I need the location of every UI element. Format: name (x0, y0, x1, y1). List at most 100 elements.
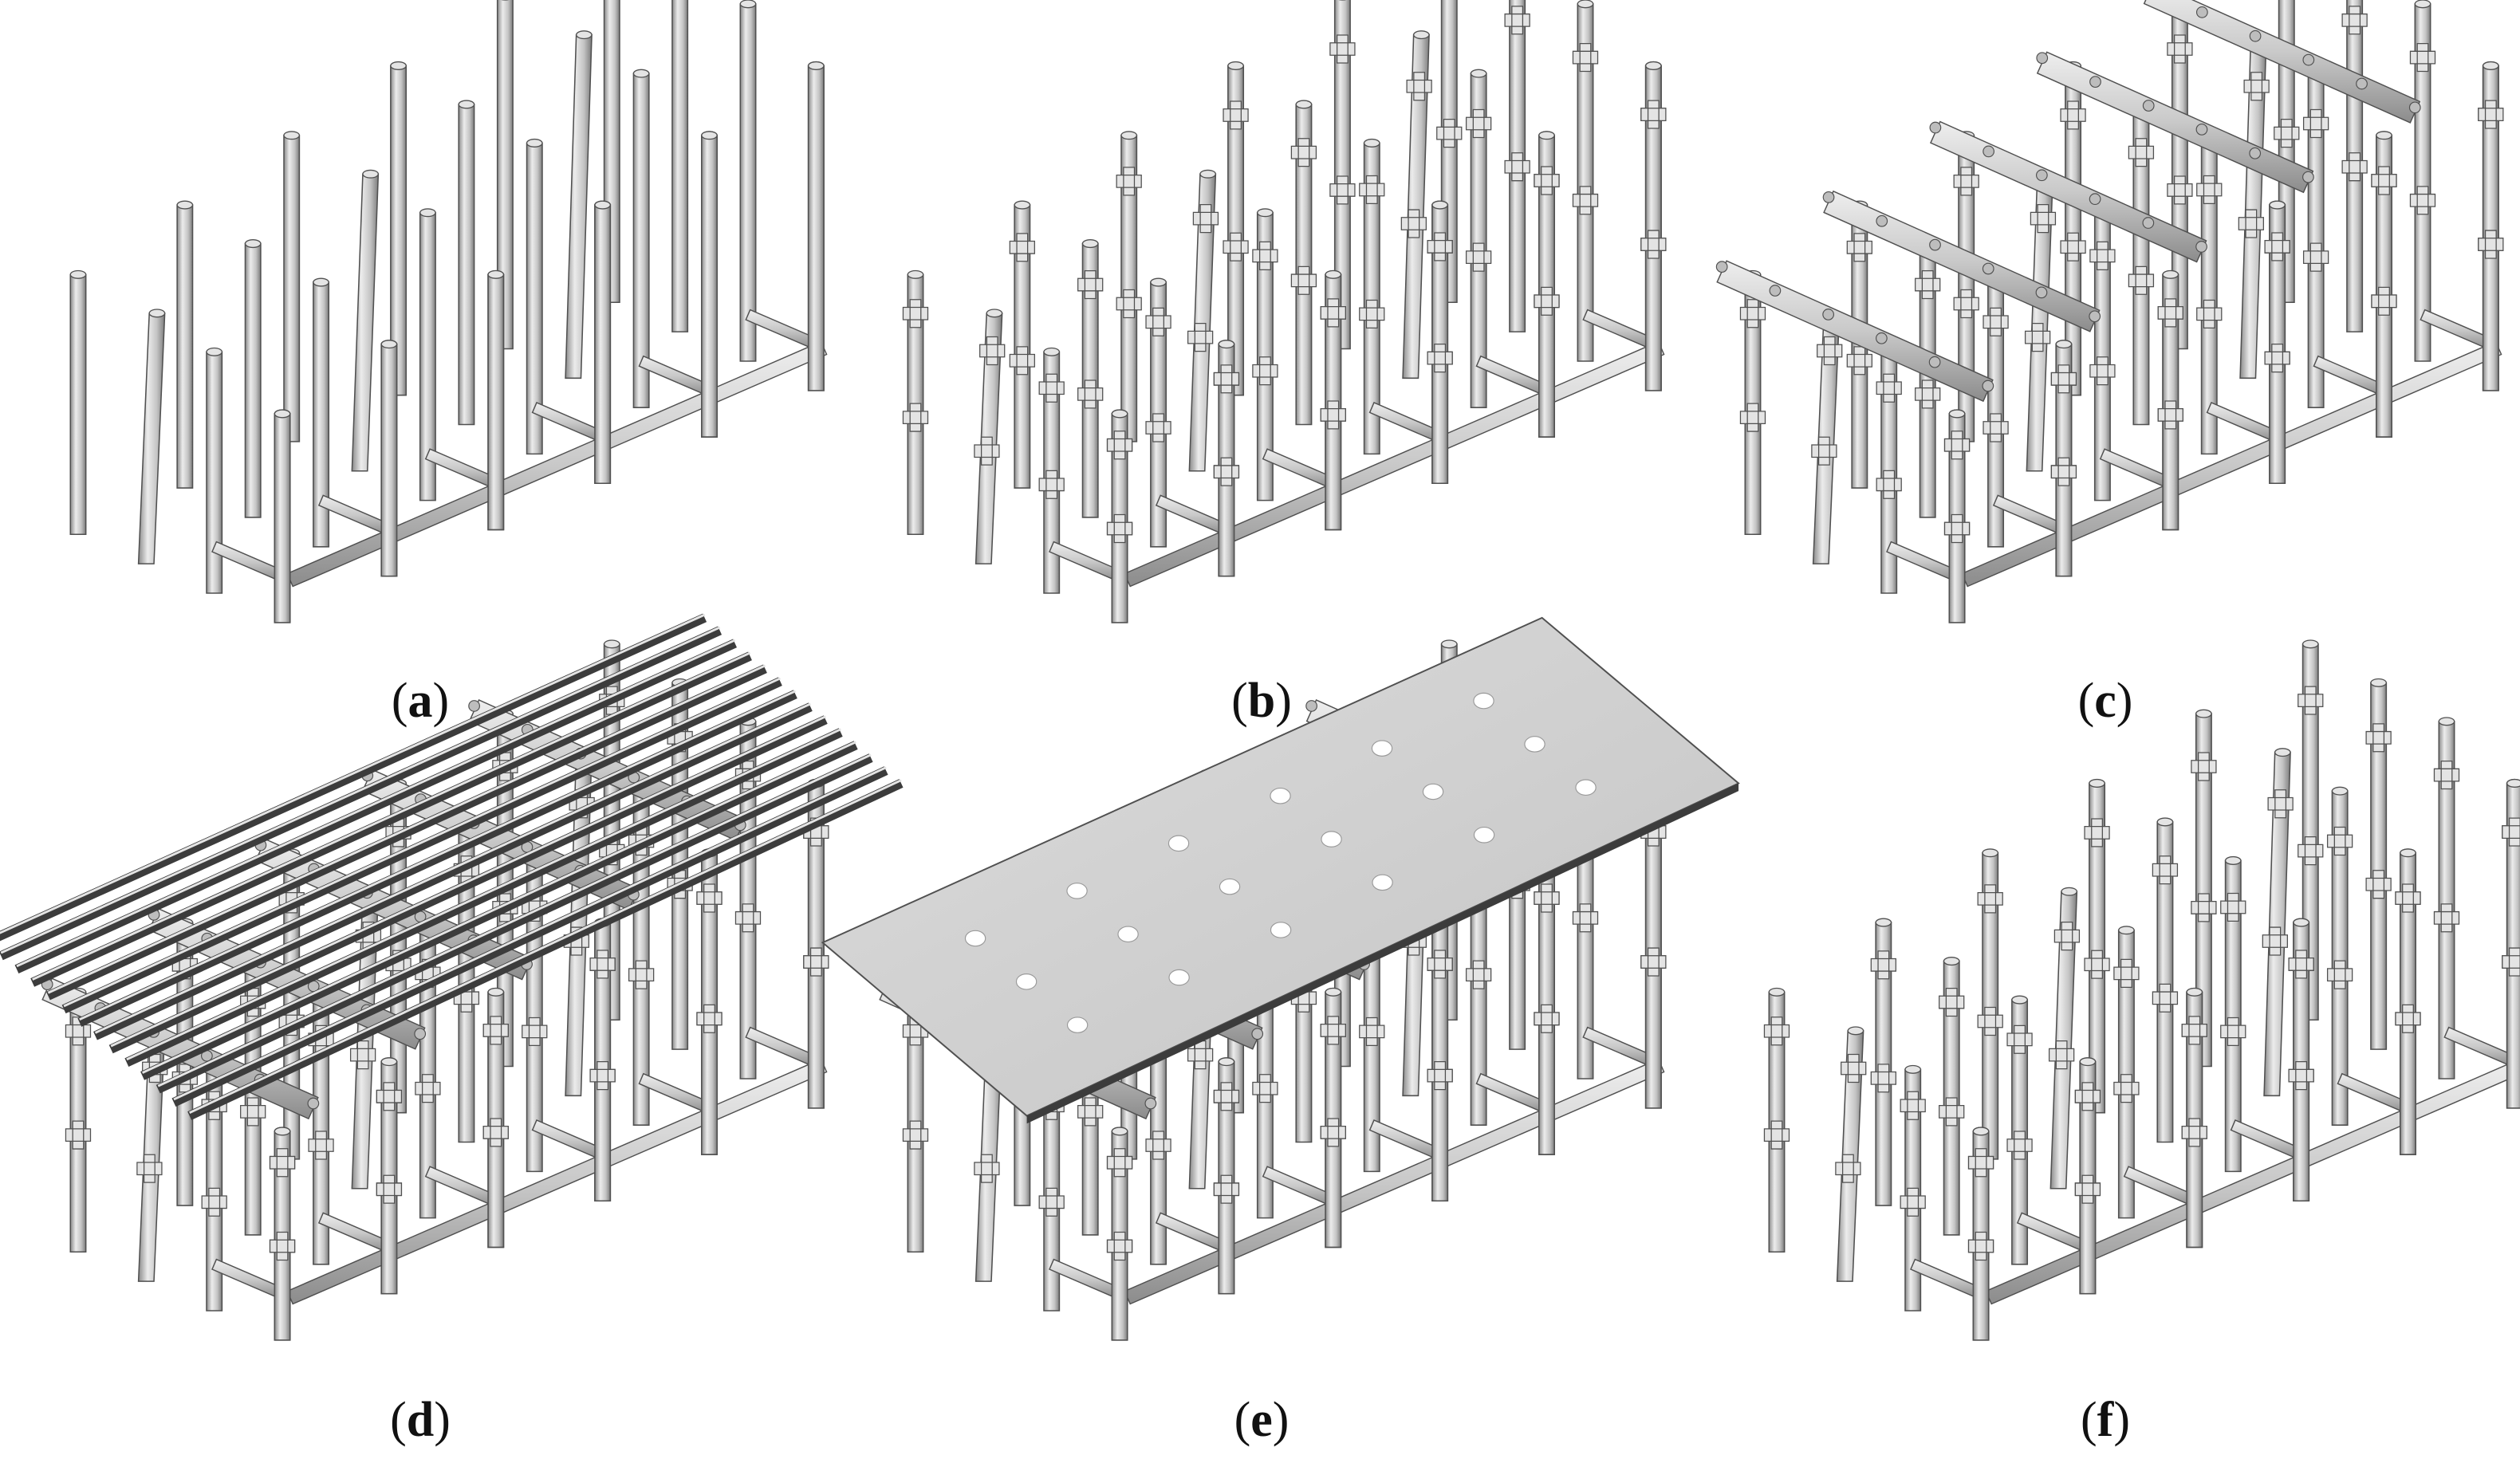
scaffold-post (244, 239, 262, 518)
scaffold-rail (1886, 541, 1960, 582)
clamp-head (1504, 152, 1530, 182)
clamp-head (1953, 289, 1979, 319)
deck-hole (1219, 878, 1241, 895)
joist-highlight (173, 766, 887, 1101)
scaffold-post (458, 100, 475, 426)
clamp-head (2302, 108, 2329, 139)
joist-highlight (141, 741, 856, 1074)
clamp-head (2288, 1061, 2314, 1091)
scaffold-rail (2016, 1212, 2091, 1253)
clamp-head (1763, 1017, 1790, 1046)
clamp-head (1077, 379, 1104, 409)
beam-bolt (1822, 309, 1835, 321)
clamp-head (696, 883, 723, 913)
clamp-head (2050, 364, 2077, 394)
clamp-head (2341, 6, 2368, 35)
clamp-head (1106, 513, 1133, 544)
scaffold-post (739, 0, 757, 362)
beam-bolt (468, 700, 480, 712)
clamp-head (1465, 108, 1492, 139)
scaffold-rail (211, 1258, 285, 1300)
clamp-head (1252, 356, 1278, 386)
joist-highlight (0, 626, 721, 954)
beam-bolt (307, 1097, 320, 1110)
beam-bolt (1982, 262, 1994, 275)
deck-hole (1167, 835, 1190, 852)
clamp-head (1465, 960, 1492, 989)
scaffold-post (1227, 61, 1245, 396)
clamp-head (902, 299, 929, 328)
scaffold-rail (638, 355, 713, 397)
beam-bolt (2408, 101, 2421, 114)
joist (140, 741, 858, 1080)
clamp-head (2262, 926, 2288, 956)
clamp-head (1116, 167, 1142, 196)
panel-c (1715, 0, 2504, 623)
joist-highlight (110, 715, 826, 1048)
caption-d: (d) (390, 1393, 451, 1447)
clamp-head (628, 960, 655, 989)
scaffold-post (2089, 778, 2106, 1114)
clamp-head (2238, 209, 2264, 238)
joist (30, 651, 752, 987)
scaffold-post (313, 277, 330, 548)
clamp-head (2409, 42, 2436, 73)
clamp-head (2478, 100, 2504, 129)
scaffold-post (1577, 0, 1594, 362)
scaffold-post (1982, 848, 1999, 1160)
scaffold-rail (1716, 260, 1994, 403)
joist-highlight (157, 753, 872, 1087)
scaffold-post (380, 340, 398, 577)
clamp-head (2433, 760, 2460, 790)
joist (93, 702, 813, 1040)
clamp-head (2113, 958, 2140, 988)
beam-bolt (2089, 193, 2101, 206)
clamp-head (1320, 1118, 1346, 1147)
scaffold-rail (1262, 1166, 1337, 1207)
clamp-head (1939, 1097, 1965, 1127)
clamp-head (2191, 893, 2217, 922)
clamp-head (1145, 413, 1171, 442)
deck-hole (1270, 922, 1292, 938)
clamp-head (1640, 230, 1667, 259)
scaffold-post (137, 309, 166, 564)
clamp-head (1846, 233, 1872, 262)
clamp-head (136, 1154, 163, 1183)
caption-a: (a) (391, 674, 450, 728)
clamp-head (2267, 789, 2294, 819)
clamp-head (2181, 1016, 2207, 1045)
caption-e: (e) (1234, 1393, 1290, 1447)
scaffold-post (283, 131, 301, 442)
clamp-head (269, 1148, 296, 1178)
clamp-head (1359, 299, 1385, 329)
clamp-head (1640, 100, 1667, 129)
joist-highlight (126, 728, 841, 1061)
deck-hole (1371, 740, 1393, 757)
clamp-head (2298, 686, 2324, 715)
scaffold-rail (1475, 355, 1550, 397)
scaffold-post (2438, 717, 2455, 1080)
clamp-head (1817, 336, 1843, 366)
clamp-head (734, 903, 762, 933)
clamp-head (2409, 186, 2436, 215)
clamp-head (2181, 1118, 2207, 1147)
clamp-head (1846, 346, 1872, 376)
scaffold-rail (2420, 309, 2494, 350)
scaffold-rail (638, 1072, 713, 1115)
scaffold-rail (1910, 1258, 1984, 1300)
deck-hole (1117, 926, 1139, 943)
clamp-head (522, 1017, 548, 1047)
panel-d (0, 613, 904, 1341)
clamp-head (1223, 100, 1249, 130)
clamp-head (1213, 457, 1240, 486)
scaffold-post (701, 131, 718, 438)
clamp-head (2074, 1174, 2101, 1204)
clamp-head (974, 1154, 1000, 1183)
joist (45, 664, 767, 1001)
scaffold-rail (1155, 494, 1230, 536)
scaffold-rail (2143, 0, 2421, 124)
scaffold-post (1188, 169, 1217, 472)
scaffold-post (419, 208, 436, 501)
clamp-head (2220, 1017, 2246, 1047)
clamp-head (1983, 413, 2009, 442)
